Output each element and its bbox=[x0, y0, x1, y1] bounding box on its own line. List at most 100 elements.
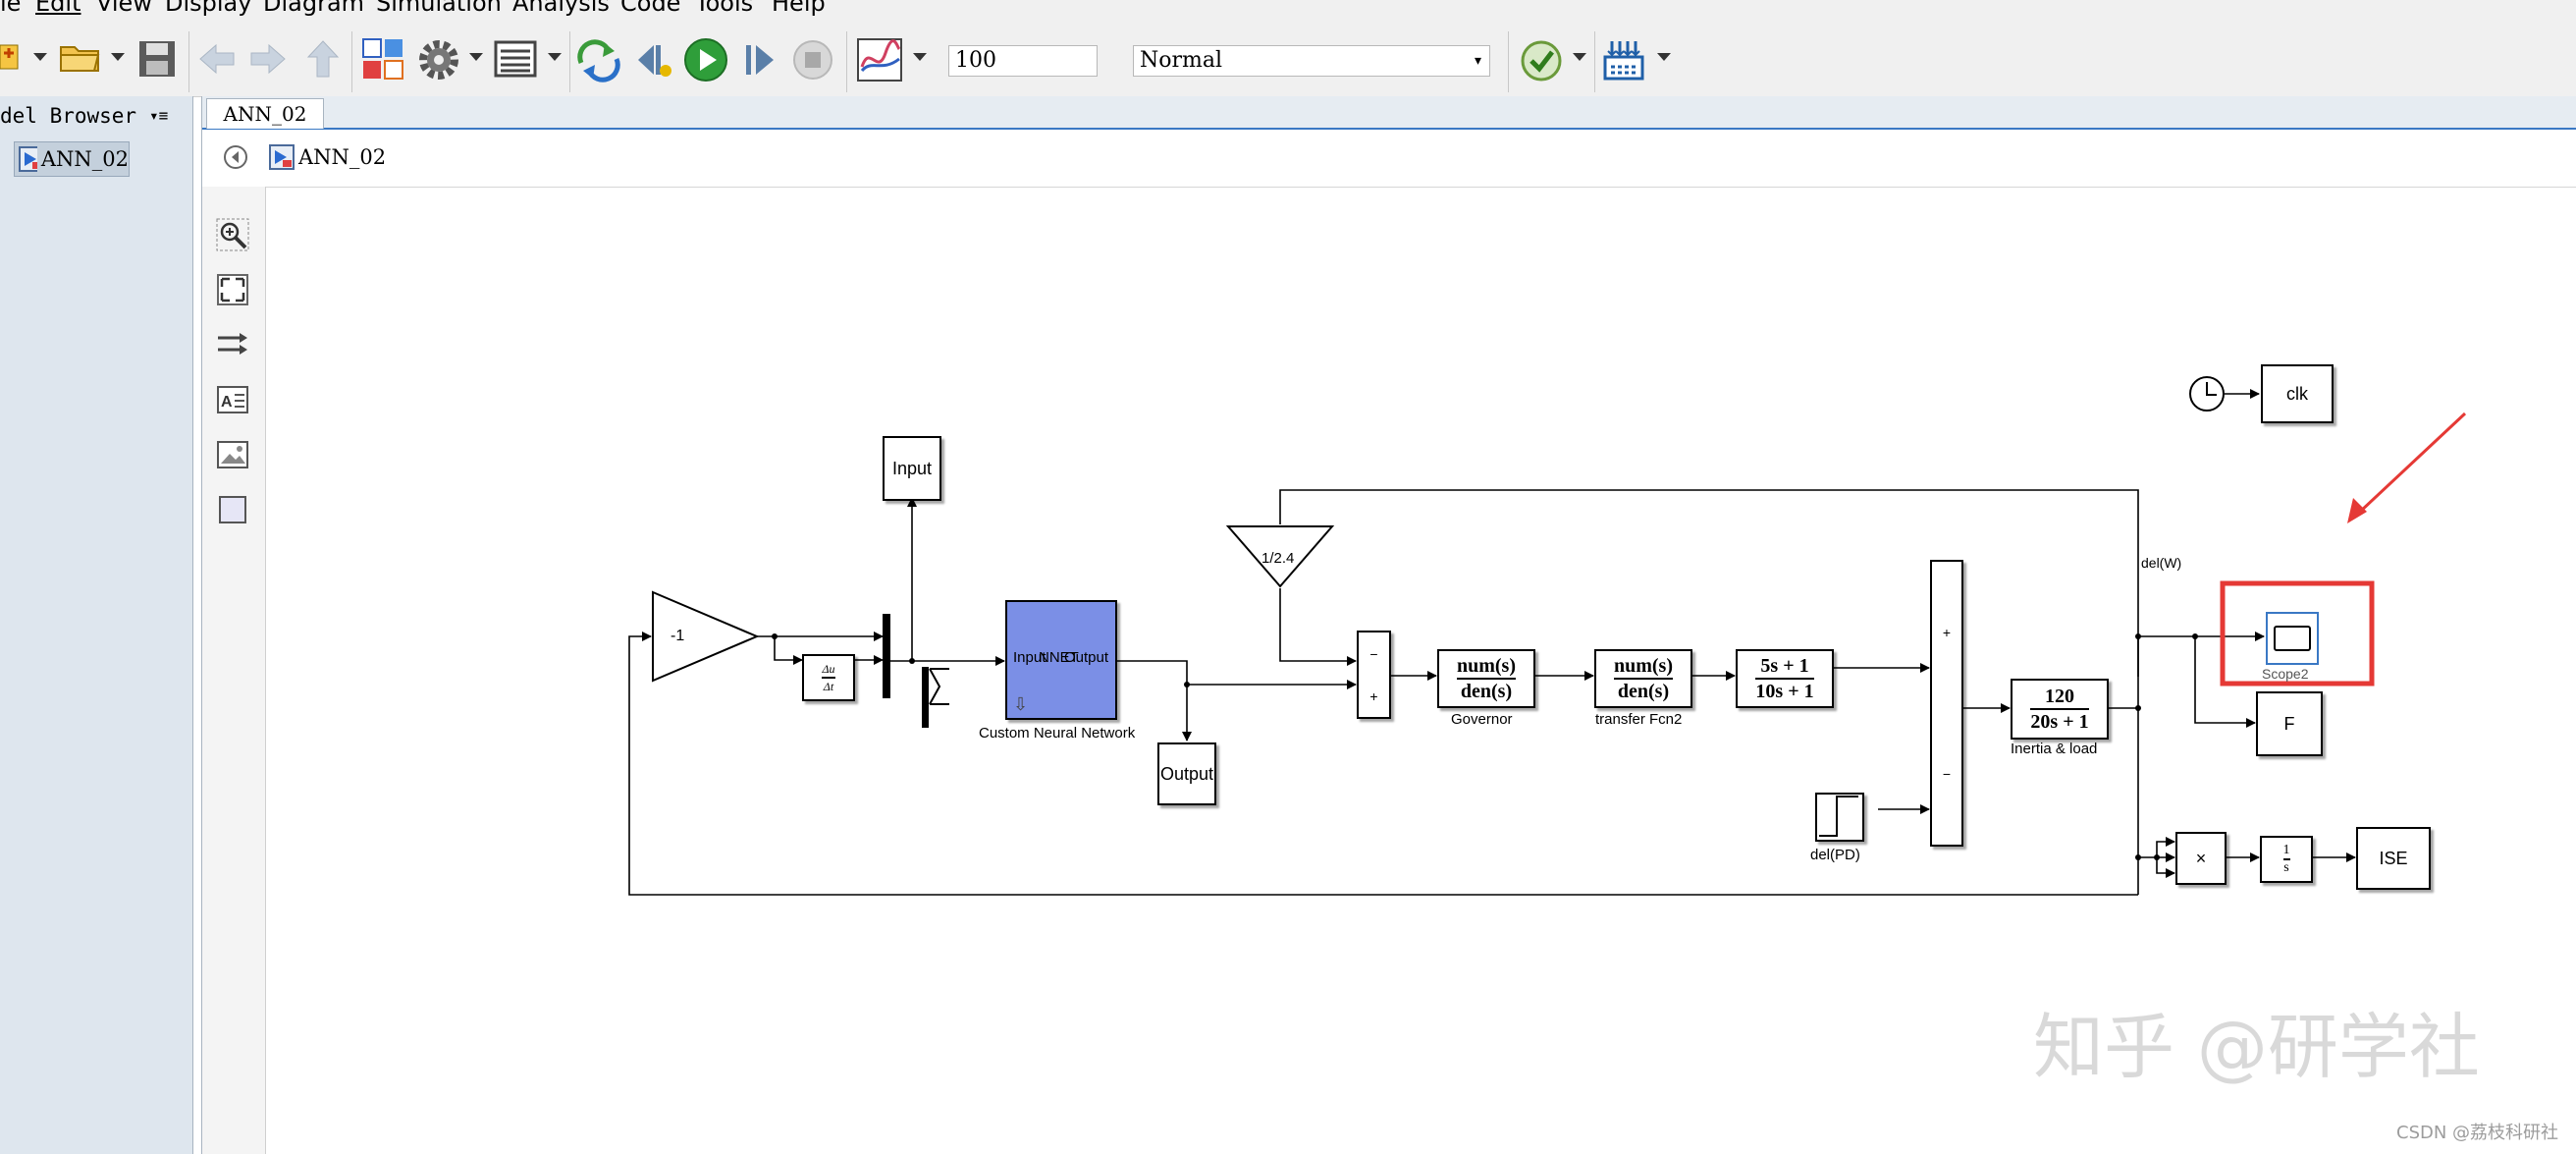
clock-icon[interactable] bbox=[2189, 376, 2225, 412]
input-block[interactable]: Input bbox=[883, 436, 941, 501]
transfer-fcn2-block[interactable]: num(s) den(s) bbox=[1594, 649, 1692, 708]
model-advisor-check-icon[interactable] bbox=[1520, 39, 1563, 82]
mux-block[interactable] bbox=[883, 614, 890, 698]
hide-browser-arrow-icon[interactable] bbox=[222, 143, 249, 171]
back-arrow-icon[interactable] bbox=[196, 41, 238, 77]
menu-simulation[interactable]: Simulation bbox=[376, 0, 502, 17]
area-icon[interactable] bbox=[216, 493, 249, 526]
chevron-down-icon: ▾ bbox=[1474, 53, 1481, 69]
menu-file[interactable]: le bbox=[0, 0, 22, 17]
new-model-caret-icon[interactable] bbox=[33, 53, 47, 61]
f-block[interactable]: F bbox=[2256, 691, 2323, 756]
sum2-minus-sign: − bbox=[1942, 766, 1952, 782]
menu-code[interactable]: Code bbox=[620, 0, 681, 17]
gain2-block-value: 1/2.4 bbox=[1261, 550, 1295, 567]
product-block[interactable]: × bbox=[2175, 832, 2227, 885]
model-settings-gear-icon[interactable] bbox=[416, 37, 461, 82]
menu-diagram[interactable]: Diagram bbox=[263, 0, 365, 17]
simulation-mode-select[interactable]: Normal ▾ bbox=[1133, 45, 1490, 77]
open-folder-icon[interactable] bbox=[59, 39, 102, 75]
step-forward-icon[interactable] bbox=[738, 37, 781, 82]
up-arrow-icon[interactable] bbox=[304, 39, 342, 79]
annotation-icon[interactable]: A bbox=[216, 383, 249, 416]
sum2-block[interactable]: + − bbox=[1930, 560, 1963, 847]
run-play-icon[interactable] bbox=[683, 37, 728, 82]
data-inspector-icon[interactable] bbox=[856, 37, 903, 82]
open-caret-icon[interactable] bbox=[111, 53, 125, 61]
menu-analysis[interactable]: Analysis bbox=[512, 0, 610, 17]
step-back-icon[interactable] bbox=[632, 37, 675, 82]
menu-view[interactable]: View bbox=[96, 0, 152, 17]
demux-block[interactable] bbox=[929, 668, 949, 705]
tf2-num: num(s) bbox=[1613, 655, 1673, 677]
diagram-canvas[interactable]: -1 1/2.4 Δu Δt Input Input NNET Output ⇩… bbox=[266, 188, 2576, 1154]
down-arrow-icon: ⇩ bbox=[1013, 694, 1029, 714]
tool-palette: A bbox=[202, 187, 266, 1154]
sum-minus-sign: − bbox=[1369, 645, 1378, 662]
simulink-model-icon bbox=[269, 144, 295, 170]
output-block[interactable]: Output bbox=[1157, 742, 1216, 805]
svg-text:A: A bbox=[221, 394, 233, 411]
build-model-icon[interactable] bbox=[1602, 37, 1645, 82]
custom-neural-network-block[interactable]: Input NNET Output ⇩ bbox=[1005, 600, 1117, 720]
governor-block[interactable]: num(s)den(s) bbox=[1437, 649, 1535, 708]
sum2-plus-sign: + bbox=[1942, 625, 1952, 640]
gain-block-shape[interactable] bbox=[652, 590, 760, 683]
update-diagram-icon[interactable] bbox=[575, 37, 622, 82]
tf2-den: den(s) bbox=[1617, 681, 1670, 702]
simulation-mode-value: Normal bbox=[1140, 48, 1223, 73]
stop-time-input[interactable]: 100 bbox=[948, 45, 1098, 77]
build-caret-icon[interactable] bbox=[1657, 53, 1671, 61]
derivative-den: Δt bbox=[823, 680, 834, 693]
menu-edit-label: Edit bbox=[35, 0, 81, 17]
advisor-caret-icon[interactable] bbox=[1573, 53, 1586, 61]
zoom-in-icon[interactable] bbox=[216, 218, 249, 251]
breadcrumb-label: ANN_02 bbox=[298, 145, 387, 169]
explorer-caret-icon[interactable] bbox=[548, 53, 562, 61]
lead-lag-block[interactable]: 5s + 1 10s + 1 bbox=[1736, 649, 1834, 708]
step-block[interactable] bbox=[1815, 793, 1864, 842]
image-icon[interactable] bbox=[216, 438, 249, 471]
tf3-den: 10s + 1 bbox=[1755, 681, 1814, 702]
scope2-block[interactable] bbox=[2266, 612, 2319, 665]
menu-display[interactable]: Display bbox=[165, 0, 252, 17]
highlight-box bbox=[2220, 580, 2375, 687]
stop-icon[interactable] bbox=[791, 37, 834, 82]
fit-to-view-icon[interactable] bbox=[216, 273, 249, 306]
browser-item-ann-02[interactable]: ANN_02 bbox=[14, 141, 130, 177]
browser-menu-icon[interactable]: ▾≡ bbox=[149, 106, 169, 125]
inertia-load-caption: Inertia & load bbox=[2011, 741, 2098, 757]
model-explorer-icon[interactable] bbox=[493, 39, 538, 79]
model-browser-header: del Browser ▾≡ bbox=[0, 96, 192, 136]
integrator-block[interactable]: 1 s bbox=[2260, 836, 2313, 883]
new-model-icon[interactable] bbox=[0, 39, 22, 73]
gain-block-value: -1 bbox=[671, 628, 685, 644]
tab-strip: ANN_02 bbox=[202, 96, 2576, 130]
inspector-caret-icon[interactable] bbox=[913, 53, 927, 61]
tab-ann-02[interactable]: ANN_02 bbox=[206, 98, 324, 129]
gain2-block-shape[interactable] bbox=[1225, 525, 1335, 588]
simulink-model-icon bbox=[19, 146, 37, 172]
integrator-num: 1 bbox=[2282, 843, 2290, 857]
menu-help[interactable]: Help bbox=[772, 0, 826, 17]
settings-caret-icon[interactable] bbox=[469, 53, 483, 61]
model-browser-title: del Browser bbox=[0, 104, 137, 128]
menu-tools[interactable]: Tools bbox=[695, 0, 754, 17]
nn-out-port-label: Output bbox=[1064, 649, 1109, 666]
clk-block[interactable]: clk bbox=[2261, 364, 2334, 423]
forward-arrow-icon[interactable] bbox=[247, 41, 289, 77]
library-browser-icon[interactable] bbox=[361, 37, 406, 82]
address-bar: ANN_02 bbox=[202, 130, 2576, 188]
model-browser-panel: del Browser ▾≡ ANN_02 bbox=[0, 96, 193, 1154]
signal-lines bbox=[628, 376, 2467, 896]
route-lines-icon[interactable] bbox=[216, 328, 249, 361]
ise-block[interactable]: ISE bbox=[2356, 827, 2431, 890]
breadcrumb[interactable]: ANN_02 bbox=[267, 141, 386, 173]
tf3-num: 5s + 1 bbox=[1760, 655, 1809, 677]
sum-block[interactable]: − + bbox=[1357, 631, 1391, 719]
derivative-block[interactable]: Δu Δt bbox=[802, 654, 855, 701]
save-icon[interactable] bbox=[137, 39, 177, 79]
menu-edit[interactable]: Edit bbox=[35, 0, 80, 15]
inertia-num: 120 bbox=[2045, 686, 2074, 707]
